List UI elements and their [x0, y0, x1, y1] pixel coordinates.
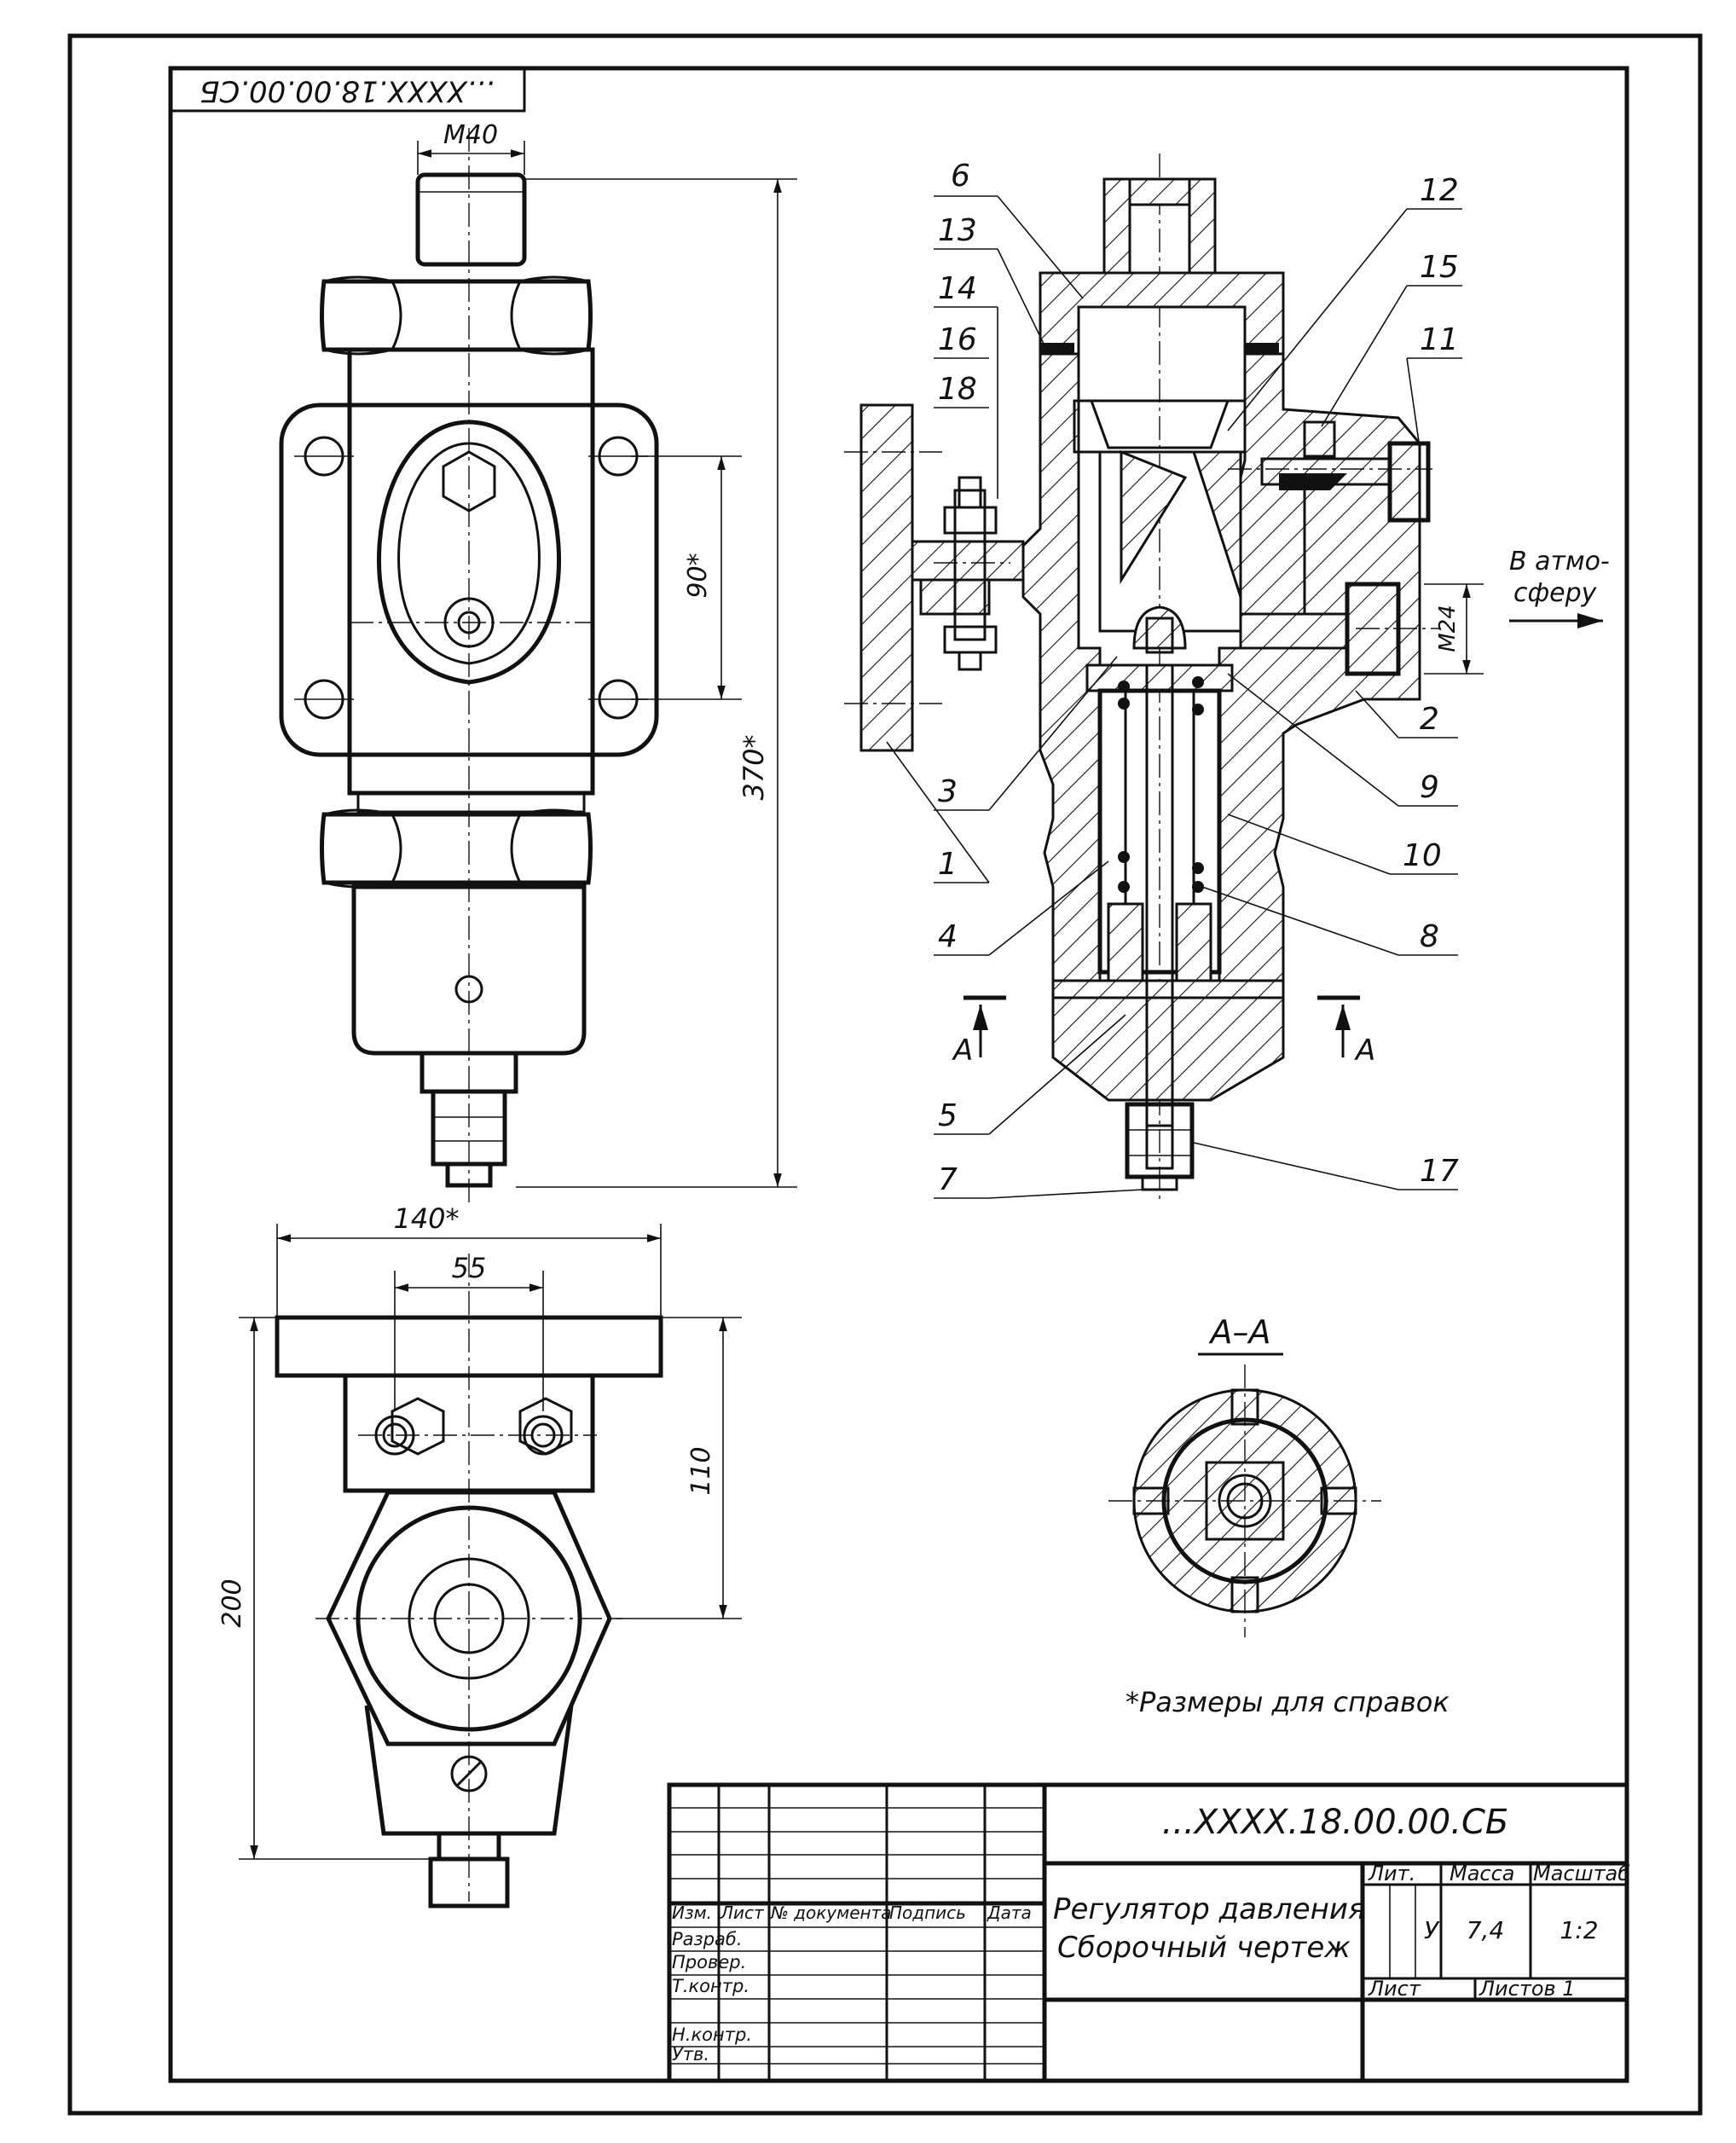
sheets-label: Листов 1	[1478, 1977, 1576, 2001]
scale-label: Масштаб	[1533, 1862, 1630, 1885]
title-name-line2: Сборочный чертеж	[1057, 1931, 1351, 1965]
callout-15: 15	[1420, 250, 1459, 285]
bottom-view-dimensions: 140* 55 200 110	[217, 1202, 742, 1860]
section-cut-marks: A A	[952, 995, 1375, 1068]
callout-6: 6	[951, 159, 970, 194]
callout-5: 5	[938, 1098, 958, 1133]
front-view-dimensions: М40 370* 90*	[417, 120, 797, 1188]
callout-2: 2	[1420, 702, 1439, 737]
dim-height-200: 200	[217, 1578, 247, 1627]
callout-9: 9	[1420, 770, 1439, 805]
outlet-label-line2: сферу	[1513, 578, 1598, 608]
col-sign: Подпись	[889, 1903, 966, 1923]
mass-label: Масса	[1450, 1862, 1515, 1885]
rotated-stamp: ...XXXX.18.00.00.СБ	[169, 67, 526, 113]
callout-7: 7	[938, 1162, 958, 1197]
cut-label-left: A	[952, 1034, 973, 1068]
callout-1: 1	[938, 847, 958, 882]
lit-value: У	[1424, 1916, 1440, 1944]
scale-value: 1:2	[1560, 1916, 1598, 1944]
bottom-view	[275, 1254, 663, 1908]
cut-label-right: A	[1354, 1034, 1375, 1068]
col-list: Лист	[720, 1903, 765, 1923]
callout-10: 10	[1403, 838, 1442, 873]
dim-thread-m40: М40	[443, 120, 498, 150]
dim-width-140: 140*	[393, 1202, 459, 1235]
callout-12: 12	[1420, 173, 1459, 208]
dim-upper-110: 110	[686, 1446, 716, 1495]
mass-value: 7,4	[1467, 1916, 1505, 1944]
section-aa: А–А	[1108, 1313, 1381, 1637]
row-tkontr: Т.контр.	[672, 1976, 749, 1996]
reference-note: *Размеры для справок	[1126, 1686, 1450, 1718]
title-block: ...XXXX.18.00.00.СБ Изм. Лист № документ…	[667, 1782, 1630, 2083]
callout-16: 16	[938, 322, 977, 357]
row-razrab: Разраб.	[672, 1929, 743, 1949]
lit-label: Лит.	[1368, 1862, 1415, 1885]
outlet-annotation: В атмо- сферу М24	[1424, 547, 1610, 675]
callout-13: 13	[938, 213, 977, 248]
row-nkontr: Н.контр.	[672, 2024, 752, 2045]
section-aa-title: А–А	[1208, 1313, 1271, 1351]
title-name-line1: Регулятор давления	[1053, 1892, 1365, 1926]
callout-11: 11	[1420, 322, 1459, 357]
sheet-label: Лист	[1368, 1977, 1421, 2001]
col-doc: № документа	[770, 1903, 892, 1923]
title-doc-code: ...XXXX.18.00.00.СБ	[1162, 1803, 1509, 1842]
callout-14: 14	[938, 271, 977, 306]
callout-17: 17	[1420, 1154, 1459, 1189]
row-utv: Утв.	[672, 2044, 709, 2065]
stamp-code: ...XXXX.18.00.00.СБ	[200, 74, 495, 108]
front-view	[279, 128, 659, 1202]
col-date: Дата	[987, 1903, 1032, 1923]
col-izm: Изм.	[672, 1903, 712, 1923]
outlet-thread-m24: М24	[1435, 605, 1461, 652]
callout-3: 3	[938, 774, 958, 809]
section-callouts: 6 13 14 16 18 12 15 11 2 9 10 8	[886, 159, 1462, 1199]
outlet-label-line1: В атмо-	[1509, 547, 1610, 576]
row-prover: Провер.	[672, 1952, 746, 1972]
dim-holes-55: 55	[452, 1252, 487, 1284]
callout-4: 4	[938, 919, 958, 954]
section-view	[844, 153, 1441, 1202]
dim-holes-90: 90*	[683, 553, 713, 598]
dim-height-370: 370*	[738, 734, 770, 800]
callout-8: 8	[1420, 919, 1439, 954]
callout-18: 18	[938, 372, 977, 407]
